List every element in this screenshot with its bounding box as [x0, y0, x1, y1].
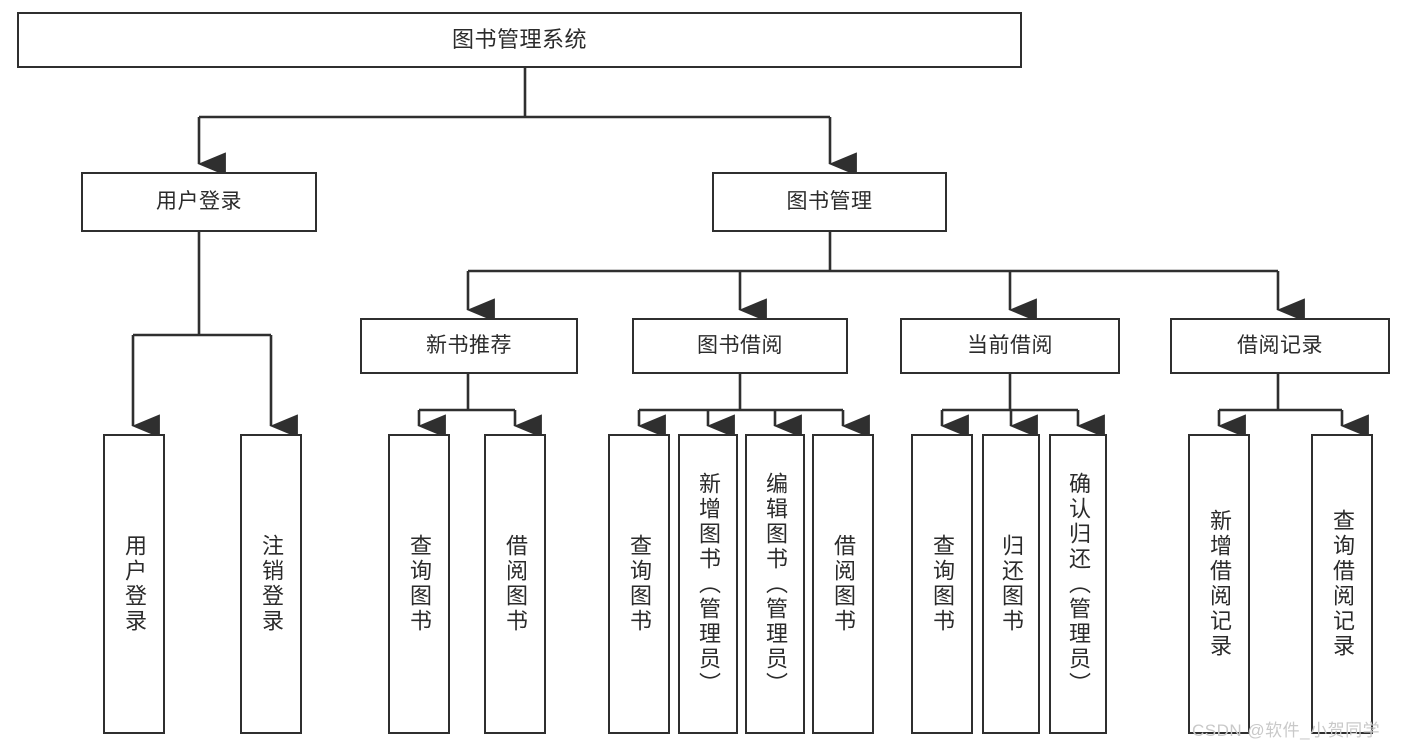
node-leaf-query-book-2-label: 查询图书 — [627, 534, 652, 634]
node-leaf-query-book-3-label: 查询图书 — [930, 534, 955, 634]
node-user-login[interactable]: 用户登录 — [81, 172, 317, 232]
node-book-borrow-label: 图书借阅 — [697, 333, 783, 357]
node-leaf-return-book-label: 归还图书 — [999, 534, 1024, 634]
node-borrow-record-label: 借阅记录 — [1237, 333, 1323, 357]
node-book-borrow[interactable]: 图书借阅 — [632, 318, 848, 374]
node-current-borrow-label: 当前借阅 — [967, 333, 1053, 357]
node-current-borrow[interactable]: 当前借阅 — [900, 318, 1120, 374]
node-leaf-borrow-book-1[interactable]: 借阅图书 — [484, 434, 546, 734]
node-new-book-rec[interactable]: 新书推荐 — [360, 318, 578, 374]
node-leaf-edit-book[interactable]: 编辑图书（管理员） — [745, 434, 805, 734]
edge-user-login-to-leaves — [131, 232, 298, 438]
edge-root-to-level2 — [197, 68, 857, 176]
node-leaf-edit-book-label: 编辑图书（管理员） — [763, 471, 788, 697]
node-book-manage[interactable]: 图书管理 — [712, 172, 947, 232]
edge-current-borrow-to-leaves — [940, 374, 1105, 438]
edge-book-borrow-to-leaves — [637, 374, 870, 438]
node-leaf-query-book-1-label: 查询图书 — [407, 534, 432, 634]
node-leaf-add-record[interactable]: 新增借阅记录 — [1188, 434, 1250, 734]
node-leaf-user-login[interactable]: 用户登录 — [103, 434, 165, 734]
edge-borrow-record-to-leaves — [1217, 374, 1369, 438]
node-leaf-return-book[interactable]: 归还图书 — [982, 434, 1040, 734]
node-new-book-rec-label: 新书推荐 — [426, 333, 512, 357]
node-leaf-query-book-3[interactable]: 查询图书 — [911, 434, 973, 734]
node-root-label: 图书管理系统 — [451, 27, 587, 53]
node-root[interactable]: 图书管理系统 — [17, 12, 1022, 68]
node-leaf-add-book[interactable]: 新增图书（管理员） — [678, 434, 738, 734]
node-leaf-query-book-2[interactable]: 查询图书 — [608, 434, 670, 734]
node-leaf-logout[interactable]: 注销登录 — [240, 434, 302, 734]
node-leaf-query-record[interactable]: 查询借阅记录 — [1311, 434, 1373, 734]
node-leaf-user-login-label: 用户登录 — [122, 534, 147, 634]
node-leaf-query-record-label: 查询借阅记录 — [1330, 509, 1355, 659]
edge-book-manage-to-level3 — [466, 232, 1305, 322]
edge-new-book-rec-to-leaves — [417, 374, 542, 438]
node-leaf-confirm-return[interactable]: 确认归还（管理员） — [1049, 434, 1107, 734]
node-borrow-record[interactable]: 借阅记录 — [1170, 318, 1390, 374]
node-leaf-borrow-book-2-label: 借阅图书 — [831, 534, 856, 634]
node-leaf-query-book-1[interactable]: 查询图书 — [388, 434, 450, 734]
node-user-login-label: 用户登录 — [156, 189, 242, 213]
node-leaf-logout-label: 注销登录 — [259, 534, 284, 634]
node-leaf-add-book-label: 新增图书（管理员） — [696, 471, 721, 697]
node-leaf-add-record-label: 新增借阅记录 — [1207, 509, 1232, 659]
node-leaf-borrow-book-1-label: 借阅图书 — [503, 534, 528, 634]
node-leaf-borrow-book-2[interactable]: 借阅图书 — [812, 434, 874, 734]
node-book-manage-label: 图书管理 — [786, 189, 873, 213]
node-leaf-confirm-return-label: 确认归还（管理员） — [1066, 471, 1091, 697]
